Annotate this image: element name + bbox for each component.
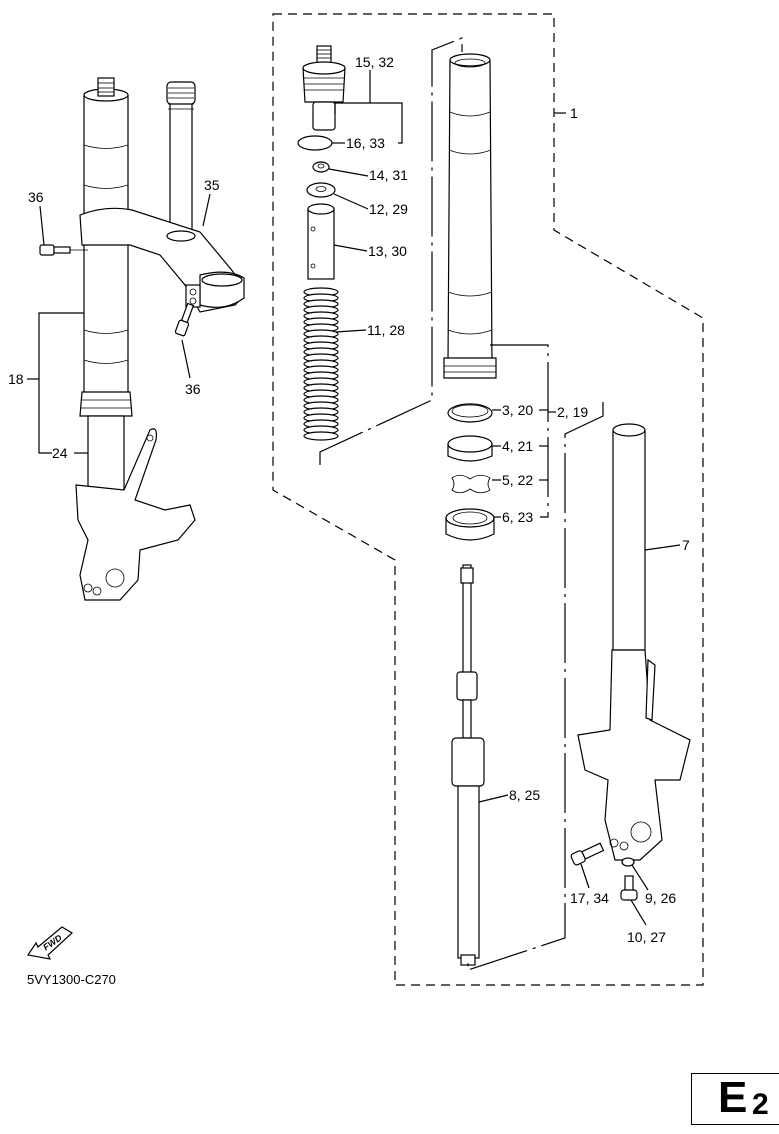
callout-24: 24: [52, 445, 68, 461]
callout-36-bottom: 36: [185, 381, 201, 397]
figure-code: 5VY1300-C270: [27, 972, 116, 987]
callout-12-29: 12, 29: [369, 201, 408, 217]
callout-11-28: 11, 28: [367, 322, 405, 338]
callout-3-20: 3, 20: [502, 402, 533, 418]
callout-7: 7: [682, 537, 690, 553]
callout-15-32: 15, 32: [355, 54, 394, 70]
spring-coil: [303, 431, 339, 441]
callout-36-top: 36: [28, 189, 44, 205]
assembled-fork-illustration: [39, 77, 245, 601]
callout-13-30: 13, 30: [368, 243, 407, 259]
page-section-tab: E 2: [691, 1073, 779, 1125]
callout-4-21: 4, 21: [502, 438, 533, 454]
callout-35: 35: [204, 177, 220, 193]
callout-8-25: 8, 25: [509, 787, 540, 803]
spring-coils: [303, 287, 339, 441]
callout-9-26: 9, 26: [645, 890, 676, 906]
callout-5-22: 5, 22: [502, 472, 533, 488]
callout-16-33: 16, 33: [346, 135, 385, 151]
callout-18: 18: [8, 371, 24, 387]
callout-14-31: 14, 31: [369, 167, 408, 183]
assembly-boundary: [272, 13, 704, 986]
page-tab-number: 2: [752, 1088, 769, 1121]
callout-2-19: 2, 19: [557, 404, 588, 420]
page-tab-letter: E: [718, 1073, 748, 1122]
callout-10-27: 10, 27: [627, 929, 666, 945]
callout-1: 1: [570, 105, 578, 121]
inner-parts-illustration: [297, 45, 691, 966]
fwd-arrow-icon: FWD: [26, 926, 73, 960]
callout-17-34: 17, 34: [570, 890, 609, 906]
callout-6-23: 6, 23: [502, 509, 533, 525]
